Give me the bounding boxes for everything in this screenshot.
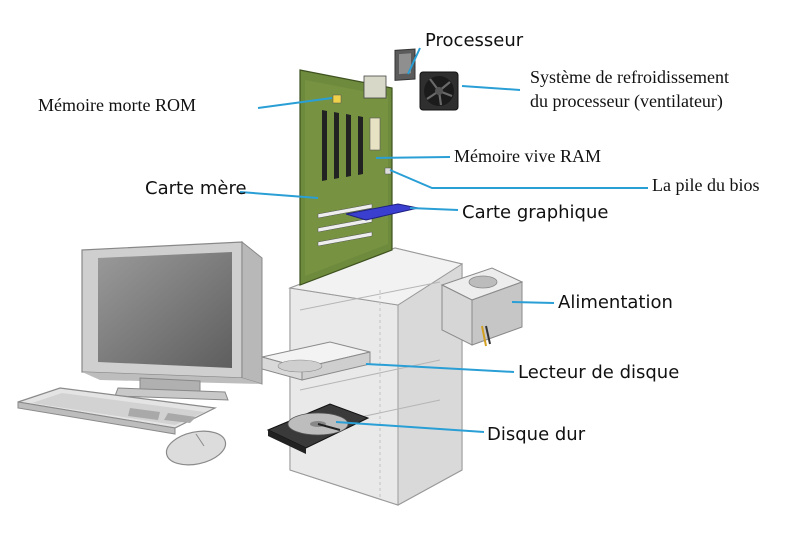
label-alimentation: Alimentation [558,292,673,313]
leader-disque [335,421,485,433]
leader-processeur [407,47,421,75]
power-supply [440,267,524,347]
label-memoire-morte: Mémoire morte ROM [38,95,196,115]
cpu-socket [363,75,387,99]
label-processeur: Processeur [425,30,524,51]
cpu-fan [419,71,459,111]
label-carte-mere: Carte mère [145,178,247,199]
leader-carte-mere [239,191,319,199]
label-carte-graphique: Carte graphique [462,202,609,223]
processor [394,48,416,81]
leader-graphique [409,207,459,211]
leader-lecteur [365,363,515,373]
label-systeme-line1: Système de refroidissement [530,67,729,87]
motherboard [299,69,393,286]
leader-ventilateur [461,85,521,91]
label-disque-dur: Disque dur [487,424,586,445]
monitor [81,240,263,401]
leader-pile [389,169,648,189]
label-systeme-refroidissement: Système de refroidissement du processeur… [530,65,729,113]
computer-case [288,247,464,506]
keyboard [17,387,218,435]
disc-drive [261,341,371,381]
leader-rom [257,97,333,109]
label-pile-bios: La pile du bios [652,175,760,195]
leader-ram [375,156,451,159]
mouse [165,430,227,466]
label-lecteur-disque: Lecteur de disque [518,362,680,383]
label-systeme-line2: du processeur (ventilateur) [530,91,723,111]
hard-disk [266,403,370,454]
leader-lines [239,47,648,433]
rom-chip [332,94,342,104]
ram-slots [322,110,363,181]
label-memoire-vive: Mémoire vive RAM [454,146,601,166]
leader-alimentation [511,301,555,304]
